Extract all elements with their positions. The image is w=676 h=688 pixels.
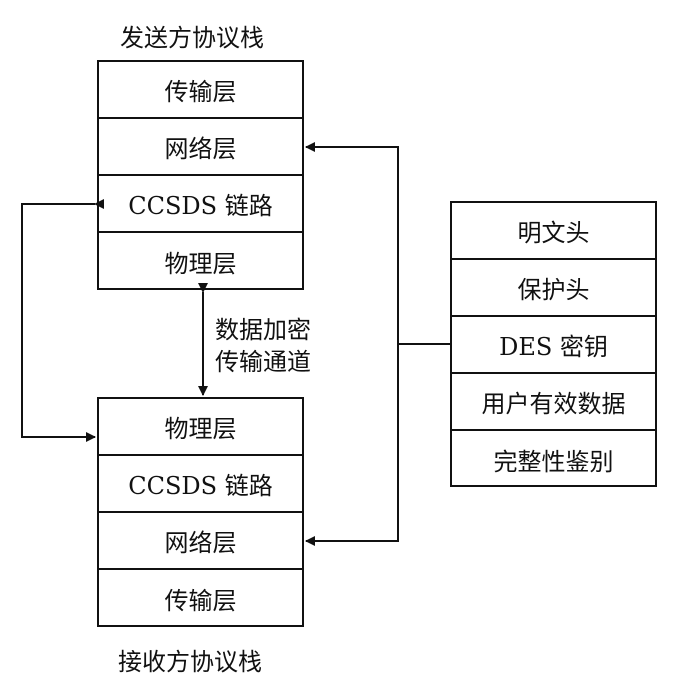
packet-to-receiver-network-arrow <box>305 344 399 546</box>
receiver-transport-layer: 传输层 <box>164 587 237 615</box>
packet-field-protection-header: 保护头 <box>452 260 655 317</box>
encrypted-channel-label: 数据加密 传输通道 <box>215 314 311 378</box>
packet-field-integrity-auth: 完整性鉴别 <box>493 448 614 476</box>
packet-field-user-payload: 用户有效数据 <box>452 374 655 431</box>
receiver-protocol-stack: 物理层 CCSDS 链路 网络层 传输层 <box>97 397 304 627</box>
sender-stack-title: 发送方协议栈 <box>120 24 264 52</box>
sender-ccsds-link-layer: CCSDS 链路 <box>99 176 302 233</box>
sender-protocol-stack: 传输层 网络层 CCSDS 链路 物理层 <box>97 60 304 290</box>
packet-format-box: 明文头 保护头 DES 密钥 用户有效数据 完整性鉴别 <box>450 201 657 487</box>
left-loop-connector <box>21 199 104 442</box>
channel-label-line1: 数据加密 <box>215 316 311 344</box>
packet-field-plaintext-header: 明文头 <box>452 203 655 260</box>
sender-transport-layer: 传输层 <box>99 62 302 119</box>
sender-physical-layer: 物理层 <box>164 250 237 278</box>
channel-label-line2: 传输通道 <box>215 348 311 376</box>
packet-field-des-key: DES 密钥 <box>452 317 655 374</box>
receiver-network-layer: 网络层 <box>99 513 302 570</box>
sender-network-layer: 网络层 <box>99 119 302 176</box>
receiver-stack-title: 接收方协议栈 <box>118 648 262 676</box>
receiver-physical-layer: 物理层 <box>99 399 302 456</box>
receiver-ccsds-link-layer: CCSDS 链路 <box>99 456 302 513</box>
packet-to-sender-network-arrow <box>305 142 399 344</box>
